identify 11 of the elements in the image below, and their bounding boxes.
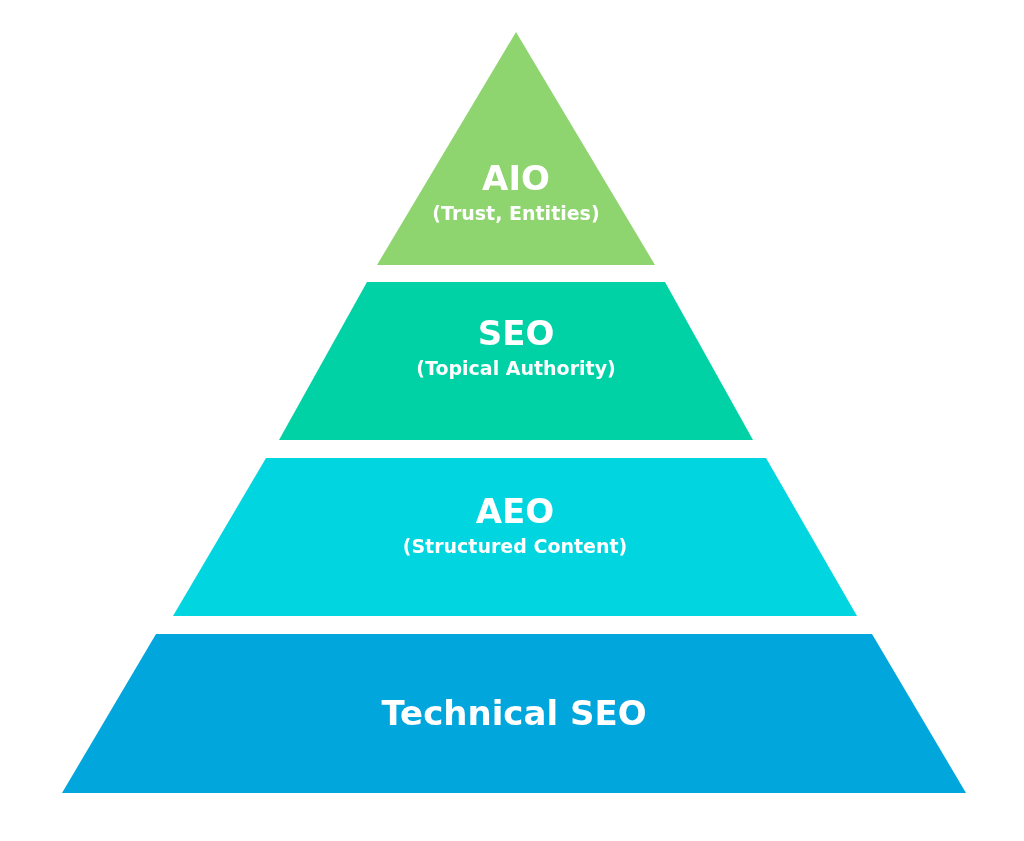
pyramid-tier — [279, 282, 753, 440]
pyramid-tier — [377, 32, 655, 265]
tier-title: SEO — [477, 312, 555, 354]
tier-title: AIO — [482, 157, 550, 199]
pyramid-tier — [62, 634, 966, 793]
tier-title: Technical SEO — [381, 692, 647, 734]
tier-title: AEO — [475, 490, 555, 532]
tier-subtitle: (Structured Content) — [402, 534, 628, 559]
pyramid-tier — [173, 458, 857, 616]
tier-subtitle: (Topical Authority) — [416, 356, 616, 381]
tier-subtitle: (Trust, Entities) — [432, 201, 600, 226]
